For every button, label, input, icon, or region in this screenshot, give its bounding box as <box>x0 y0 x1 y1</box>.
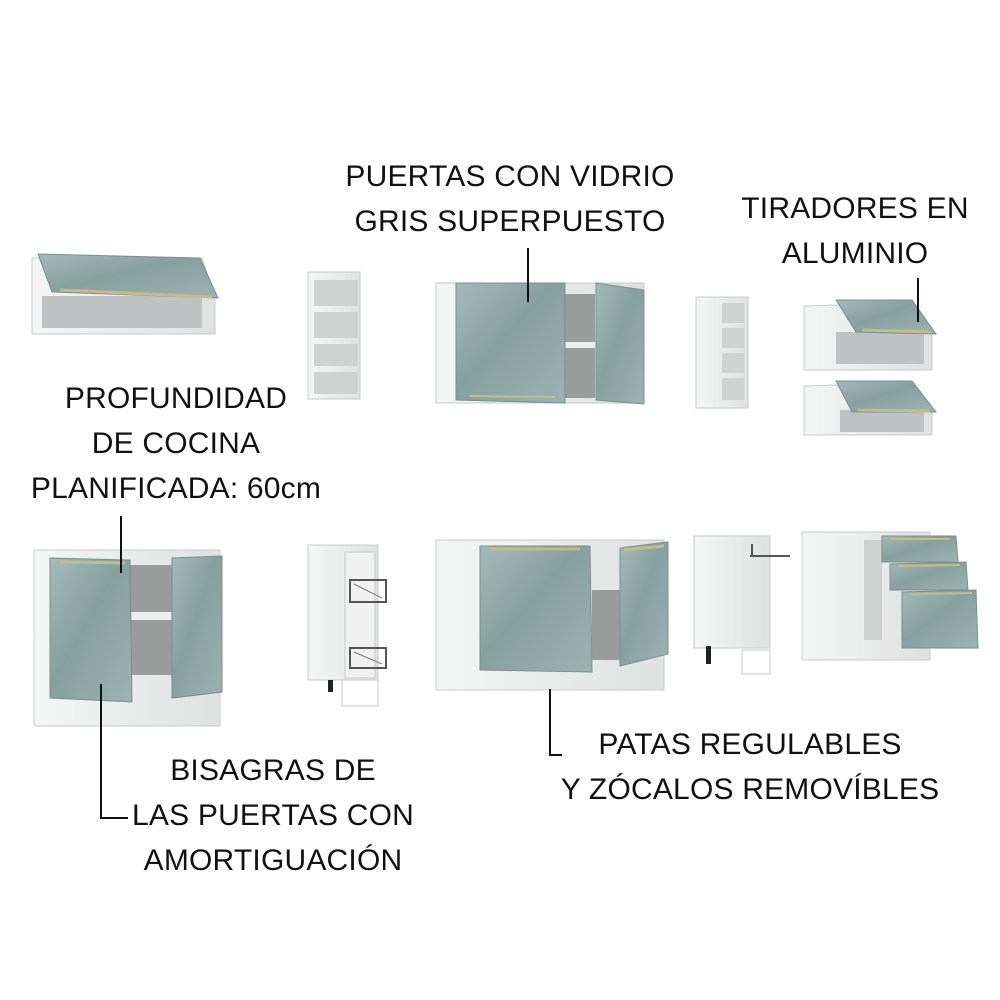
callout-depth-line2: DE COCINA <box>91 427 261 460</box>
callout-hinges-line1: BISAGRAS DE <box>170 754 376 787</box>
callout-handles-line1: TIRADORES EN <box>741 192 969 225</box>
open-shelf-unit-1 <box>307 271 361 400</box>
upper-cabinet-flipup-small-1 <box>803 299 937 371</box>
open-shelf-unit-2 <box>695 296 749 409</box>
leader-legs <box>549 689 562 756</box>
upper-cabinet-flipup-small-2 <box>803 380 938 436</box>
base-cabinet-drawers <box>801 531 979 661</box>
callout-glass-doors-line1: PUERTAS CON VIDRIO <box>345 160 675 193</box>
callout-hinges-line3: AMORTIGUACIÓN <box>143 844 403 877</box>
base-cabinet-narrow-towel <box>693 535 790 675</box>
callout-depth-line1: PROFUNDIDAD <box>64 382 288 415</box>
callout-handles: TIRADORES EN ALUMINIO <box>740 186 970 276</box>
callout-legs-line1: PATAS REGULABLES <box>598 728 902 761</box>
base-cabinet-double-door-left <box>33 549 223 727</box>
callout-glass-doors: PUERTAS CON VIDRIO GRIS SUPERPUESTO <box>340 154 680 244</box>
base-cabinet-pullout-rack <box>307 544 387 707</box>
callout-hinges-line2: LAS PUERTAS CON <box>132 799 414 832</box>
callout-depth-line3: PLANIFICADA: 60cm <box>30 472 322 505</box>
leader-lines <box>100 248 919 819</box>
upper-cabinet-flipup-left <box>31 253 219 335</box>
callout-legs-line2: Y ZÓCALOS REMOVÍBLES <box>560 773 940 806</box>
callout-hinges: BISAGRAS DE LAS PUERTAS CON AMORTIGUACIÓ… <box>128 748 418 883</box>
callout-glass-doors-line2: GRIS SUPERPUESTO <box>354 205 666 238</box>
callout-handles-line2: ALUMINIO <box>781 237 929 270</box>
callout-legs: PATAS REGULABLES Y ZÓCALOS REMOVÍBLES <box>560 722 940 812</box>
leader-hinges <box>100 684 128 819</box>
upper-cabinet-double-door <box>435 282 645 405</box>
base-cabinet-double-door-center <box>435 539 669 691</box>
callout-depth: PROFUNDIDAD DE COCINA PLANIFICADA: 60cm <box>20 376 332 511</box>
